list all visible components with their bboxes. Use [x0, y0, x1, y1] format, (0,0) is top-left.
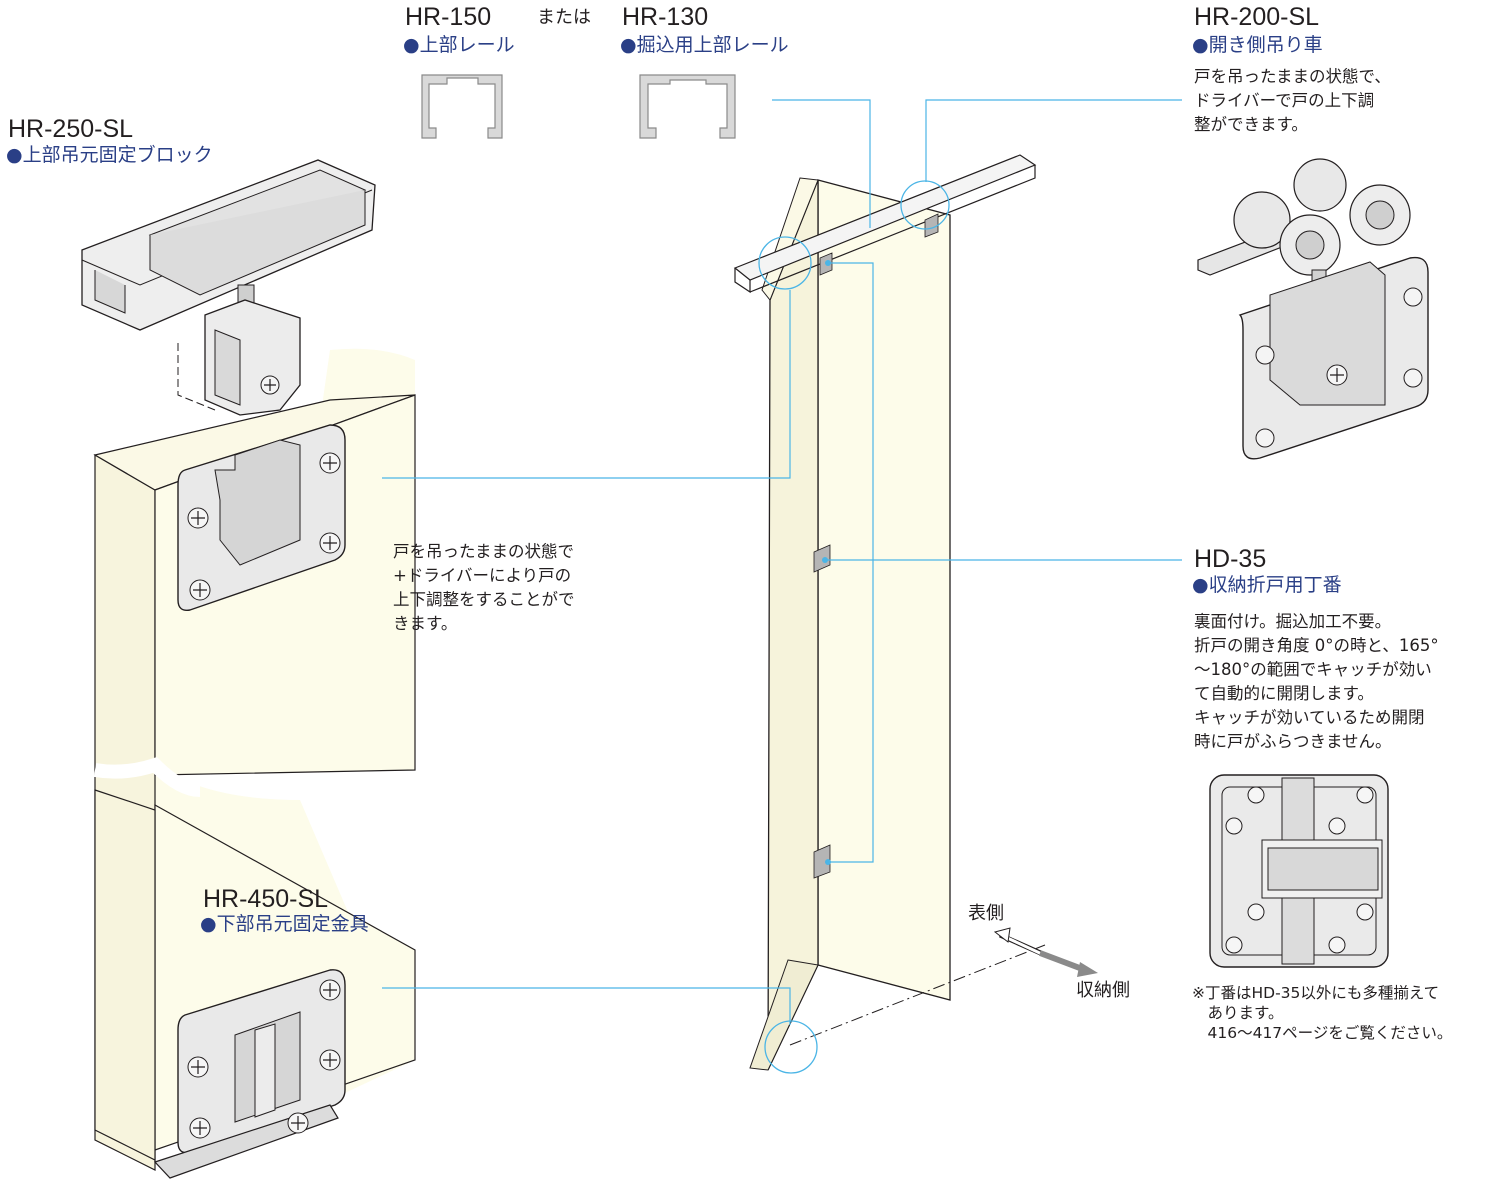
hr200-note-line: 整ができます。	[1194, 115, 1308, 134]
footnote-line: 416～417ページをご覧ください。	[1192, 1024, 1453, 1042]
hr250-illustration	[81, 159, 376, 611]
hd35-note-line: 時に戸がふらつきません。	[1194, 732, 1392, 751]
block-note-line: きます。	[393, 614, 458, 633]
direction-arrows	[993, 927, 1098, 977]
hr150-code: HR-150	[405, 3, 492, 31]
hd35-code: HD-35	[1194, 545, 1267, 573]
hr130-name: ●掘込用上部レール	[620, 34, 789, 56]
hd35-note-line: 折戸の開き角度 0°の時と、165°	[1194, 636, 1439, 655]
hd35-note-line: ～180°の範囲でキャッチが効い	[1194, 660, 1432, 679]
block-note-line: 戸を吊ったままの状態で	[393, 542, 575, 561]
block-note-line: 上下調整をすることがで	[393, 590, 575, 609]
hr200-name: ●開き側吊り車	[1192, 34, 1323, 56]
hr450-illustration	[153, 969, 346, 1179]
block-note-line: +ドライバーにより戸の	[393, 566, 572, 585]
block-note: 戸を吊ったままの状態で +ドライバーにより戸の 上下調整をすることがで きます。	[393, 540, 575, 636]
hd35-note-line: て自動的に開閉します。	[1194, 684, 1374, 703]
hr200-note: 戸を吊ったままの状態で、 ドライバーで戸の上下調 整ができます。	[1194, 65, 1391, 137]
footnote: ※丁番はHD-35以外にも多種揃えて あります。 416～417ページをご覧くだ…	[1192, 983, 1452, 1043]
footnote-line: ※丁番はHD-35以外にも多種揃えて	[1192, 984, 1440, 1002]
hr150-name: ●上部レール	[403, 34, 515, 56]
folding-door-illustration	[733, 154, 1046, 1074]
footnote-line: あります。	[1192, 1004, 1284, 1022]
hd35-note: 裏面付け。掘込加工不要。 折戸の開き角度 0°の時と、165° ～180°の範囲…	[1194, 610, 1439, 754]
storage-side-label: 収納側	[1076, 980, 1130, 1001]
or-text: または	[537, 7, 591, 28]
leader-lines	[382, 99, 1182, 1025]
hr250-name: ●上部吊元固定ブロック	[6, 144, 213, 166]
front-side-label: 表側	[968, 903, 1004, 924]
rail-sections	[421, 74, 736, 139]
hd35-illustration	[1209, 774, 1389, 968]
hr200-code: HR-200-SL	[1194, 3, 1320, 31]
hr450-code: HR-450-SL	[203, 885, 329, 913]
hr250-code: HR-250-SL	[8, 115, 134, 143]
hr130-code: HR-130	[622, 3, 709, 31]
hd35-name: ●収納折戸用丁番	[1192, 574, 1342, 596]
hd35-note-line: 裏面付け。掘込加工不要。	[1194, 612, 1392, 631]
hr200-note-line: ドライバーで戸の上下調	[1194, 91, 1375, 110]
hr200-note-line: 戸を吊ったままの状態で、	[1194, 67, 1391, 86]
hr200-illustration	[1197, 158, 1429, 460]
hd35-note-line: キャッチが効いているため開閉	[1194, 708, 1425, 727]
hr450-name: ●下部吊元固定金具	[200, 913, 369, 935]
